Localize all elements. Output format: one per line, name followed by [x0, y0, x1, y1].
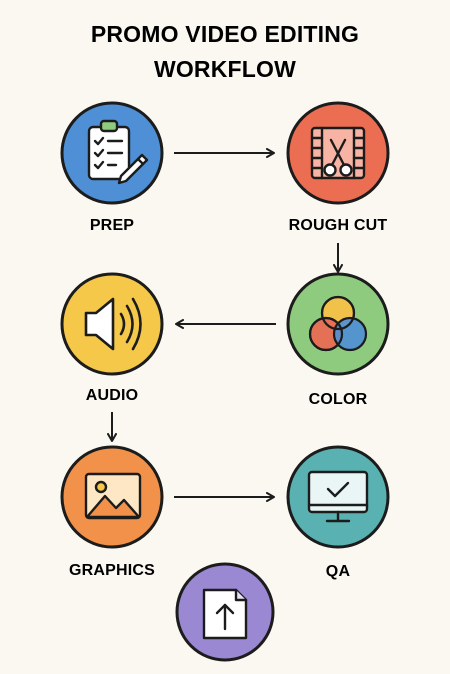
- page-title-line1: PROMO VIDEO EDITING: [91, 21, 359, 47]
- step-prep-label: PREP: [90, 217, 134, 234]
- step-rough-cut: ROUGH CUT: [286, 101, 390, 234]
- step-rough-cut-label: ROUGH CUT: [289, 217, 388, 234]
- step-color-label: COLOR: [309, 391, 368, 408]
- image-icon: [84, 472, 142, 520]
- step-export: [175, 562, 275, 662]
- step-graphics: GRAPHICS: [60, 445, 164, 579]
- film-scissors-icon: [310, 126, 366, 180]
- step-prep: PREP: [60, 101, 164, 234]
- clipboard-checklist-icon: [87, 119, 149, 185]
- step-qa-label: QA: [326, 563, 351, 580]
- step-qa: QA: [286, 445, 390, 580]
- step-audio-label: AUDIO: [86, 387, 139, 404]
- speaker-icon: [84, 297, 142, 351]
- monitor-check-icon: [307, 470, 369, 523]
- step-graphics-label: GRAPHICS: [69, 562, 155, 579]
- file-upload-icon: [202, 588, 248, 640]
- color-circles-icon: [308, 295, 368, 352]
- step-color: COLOR: [286, 272, 390, 408]
- step-audio: AUDIO: [60, 272, 164, 404]
- page-title-line2: WORKFLOW: [154, 56, 296, 82]
